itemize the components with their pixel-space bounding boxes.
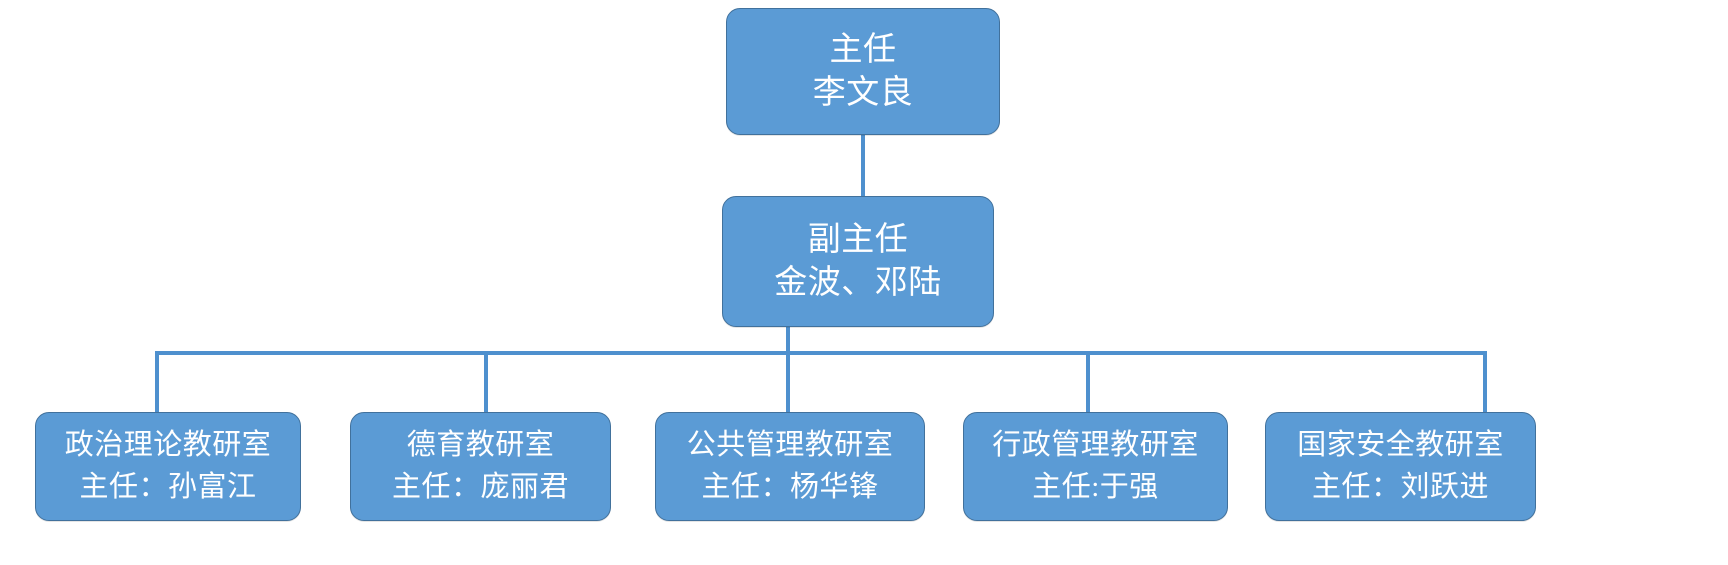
unit-head: 主任:于强 [1032, 470, 1159, 503]
node-deputy-director[interactable]: 副主任 金波、邓陆 [722, 196, 994, 327]
node-unit-political-theory[interactable]: 政治理论教研室 主任：孙富江 [35, 412, 301, 521]
connector-deputy-to-bus [786, 327, 790, 353]
connector-director-to-deputy [861, 135, 865, 196]
connector-bus-to-unit-4 [1483, 351, 1487, 412]
unit-head: 主任：刘跃进 [1311, 470, 1489, 503]
connector-bus-to-unit-2 [786, 351, 790, 412]
deputy-name: 金波、邓陆 [774, 264, 942, 301]
unit-head: 主任：孙富江 [79, 470, 257, 503]
connector-bus-to-unit-0 [155, 351, 159, 412]
node-unit-moral-education[interactable]: 德育教研室 主任：庞丽君 [350, 412, 611, 521]
connector-bus-to-unit-3 [1086, 351, 1090, 412]
unit-head: 主任：杨华锋 [701, 470, 879, 503]
unit-name: 公共管理教研室 [686, 428, 894, 461]
unit-name: 德育教研室 [406, 428, 555, 461]
director-title: 主任 [829, 31, 897, 68]
director-name: 李文良 [812, 74, 914, 111]
node-director[interactable]: 主任 李文良 [726, 8, 1000, 135]
node-unit-public-administration[interactable]: 公共管理教研室 主任：杨华锋 [655, 412, 925, 521]
unit-name: 行政管理教研室 [992, 428, 1199, 461]
unit-head: 主任：庞丽君 [391, 470, 569, 503]
deputy-title: 副主任 [807, 221, 909, 258]
node-unit-executive-administration[interactable]: 行政管理教研室 主任:于强 [963, 412, 1228, 521]
connector-horizontal-bus [155, 351, 1487, 355]
unit-name: 国家安全教研室 [1297, 428, 1504, 461]
node-unit-national-security[interactable]: 国家安全教研室 主任：刘跃进 [1265, 412, 1536, 521]
connector-bus-to-unit-1 [484, 351, 488, 412]
unit-name: 政治理论教研室 [64, 428, 272, 461]
